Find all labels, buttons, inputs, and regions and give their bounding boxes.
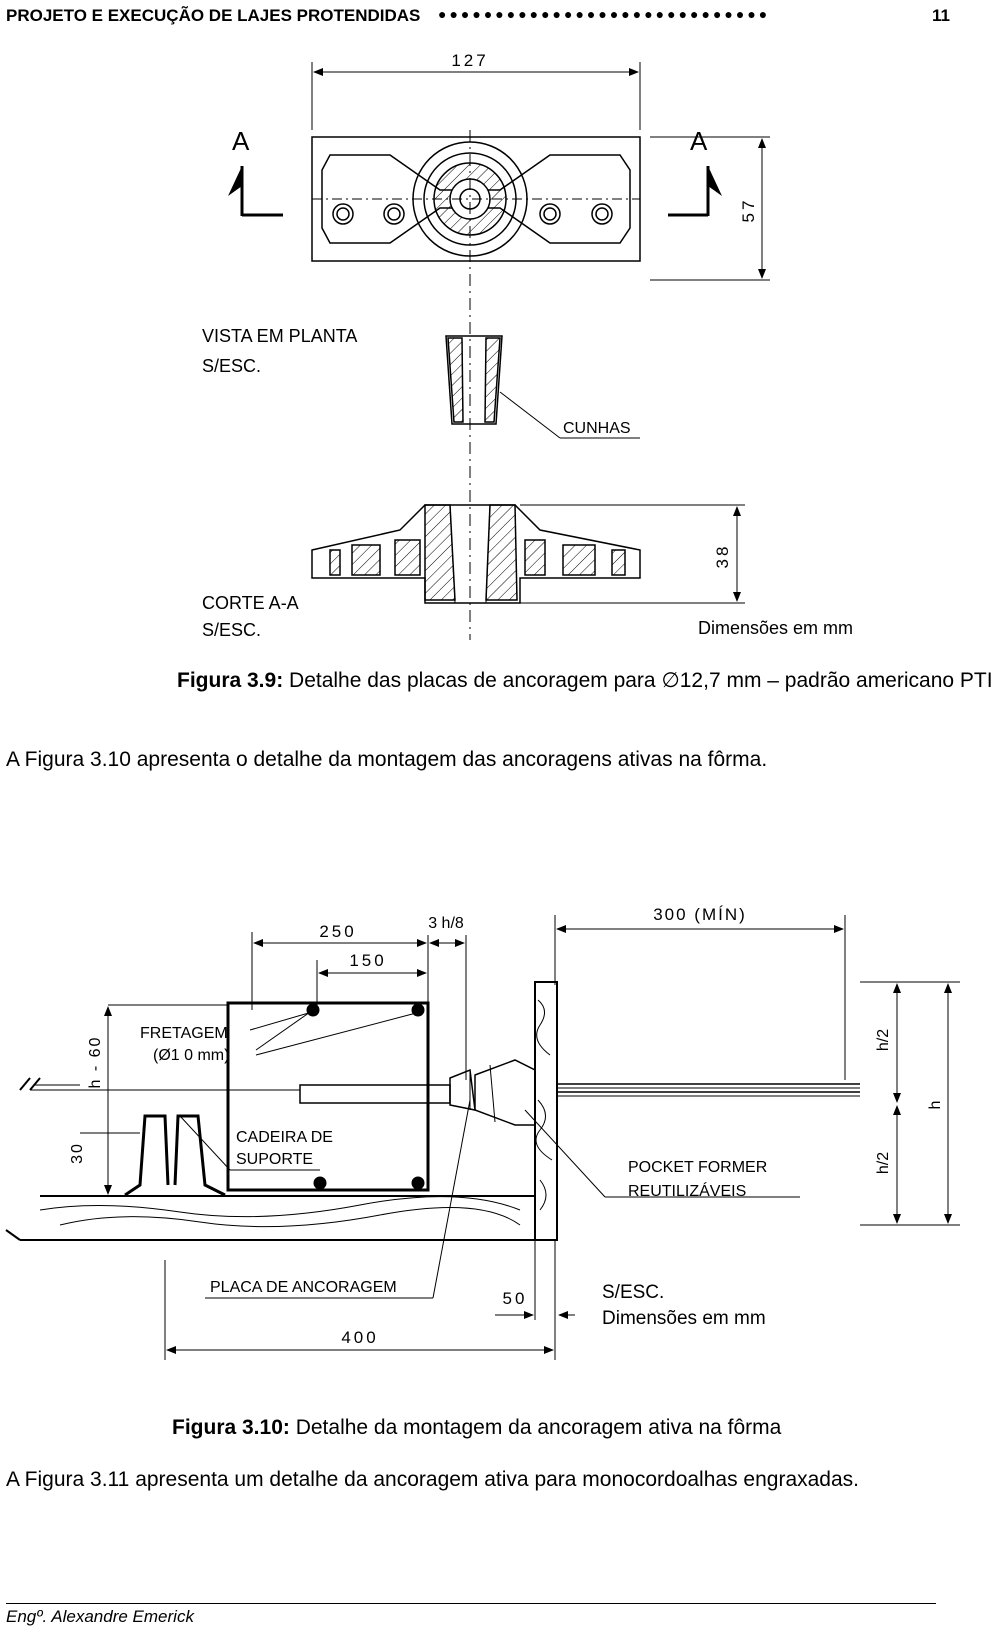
section-mark-right: A — [668, 126, 722, 217]
diameter-symbol: ∅ — [661, 669, 680, 692]
dimension-150: 150 — [316, 935, 429, 1010]
page-number: 11 — [932, 6, 950, 25]
dim-300-min: 300 (MÍN) — [653, 905, 747, 924]
wedges-label: CUNHAS — [563, 420, 631, 437]
dimension-width: 127 — [311, 51, 641, 130]
dim-57: 57 — [739, 198, 758, 223]
chair-label-2: SUPORTE — [236, 1151, 313, 1168]
dim-h2-top: h/2 — [875, 1029, 892, 1051]
dimension-50: 50 — [495, 1240, 575, 1320]
dim-h-60: h - 60 — [87, 1036, 104, 1089]
footer-divider — [6, 1603, 936, 1604]
confinement-reinforcement — [226, 1001, 430, 1192]
pocket-label: POCKET FORMER — [628, 1159, 767, 1176]
dim-h2-bottom: h/2 — [875, 1152, 892, 1174]
plan-view-plate — [311, 136, 641, 262]
dimension-30: 30 — [69, 1132, 140, 1164]
plan-scale: S/ESC. — [202, 356, 261, 376]
dim-127: 127 — [451, 51, 488, 70]
dimension-250: 250 — [251, 922, 427, 1010]
dim-h: h — [927, 1101, 944, 1110]
plan-label: VISTA EM PLANTA — [202, 326, 357, 346]
units-label-1: Dimensões em mm — [698, 618, 853, 638]
slab-outline — [5, 1077, 535, 1241]
dimension-38: 38 — [520, 504, 745, 604]
dim-50: 50 — [503, 1289, 528, 1308]
figure-3-9-caption: Figura 3.9: Detalhe das placas de ancora… — [177, 668, 993, 693]
chair-label: CADEIRA DE — [236, 1129, 333, 1146]
fretagem-label: FRETAGEM — [140, 1025, 228, 1042]
dim-250: 250 — [319, 922, 356, 941]
figure-3-10-caption: Figura 3.10: Detalhe da montagem da anco… — [172, 1416, 781, 1440]
section-view-plate — [311, 504, 641, 604]
caption-3-10-label: Figura 3.10: — [172, 1416, 290, 1439]
footer-author: Engº. Alexandre Emerick — [6, 1607, 194, 1626]
dimension-h-halves: h/2 h/2 h — [860, 981, 960, 1226]
fretagem-diameter: (Ø1 0 mm) — [153, 1047, 229, 1064]
dim-400: 400 — [341, 1328, 378, 1347]
figure-3-10-drawing: 250 150 3 h/8 300 (MÍN) — [5, 905, 960, 1360]
dim-150: 150 — [349, 951, 386, 970]
units-label-2: Dimensões em mm — [602, 1308, 766, 1329]
dimension-height: 57 — [650, 136, 770, 281]
section-letter-left: A — [232, 126, 250, 156]
dim-30: 30 — [69, 1142, 86, 1164]
wedges-drawing — [445, 335, 503, 425]
header-dots: ●●●●●●●●●●●●●●●●●●●●●●●●●●●●● — [438, 6, 771, 22]
section-mark-left: A — [228, 126, 283, 217]
dim-3h8: 3 h/8 — [428, 915, 464, 932]
page-header: PROJETO E EXECUÇÃO DE LAJES PROTENDIDAS … — [6, 2, 954, 28]
tendon-and-anchor — [30, 1059, 860, 1126]
anchor-plate-label: PLACA DE ANCORAGEM — [210, 1279, 397, 1296]
paragraph-1: A Figura 3.10 apresenta o detalhe da mon… — [6, 748, 768, 771]
dim-38: 38 — [713, 544, 732, 569]
caption-3-9-post: 12,7 mm – padrão americano PTI — [679, 669, 993, 692]
dimension-h-60: h - 60 — [87, 1004, 228, 1195]
header-title: PROJETO E EXECUÇÃO DE LAJES PROTENDIDAS — [6, 6, 421, 25]
side-formwork — [534, 981, 558, 1241]
scale-label-2: S/ESC. — [602, 1282, 664, 1303]
section-letter-right: A — [690, 126, 708, 156]
pocket-label-2: REUTILIZÁVEIS — [628, 1181, 746, 1200]
paragraph-2: A Figura 3.11 apresenta um detalhe da an… — [6, 1468, 859, 1491]
dimension-3h8: 3 h/8 — [428, 915, 467, 1080]
figure-3-9-drawing: 127 A A 57 VISTA EM PLANTA S/ESC. — [202, 51, 853, 640]
caption-3-9-label: Figura 3.9: — [177, 669, 284, 692]
caption-3-10-text: Detalhe da montagem da ancoragem ativa n… — [289, 1416, 782, 1439]
support-chair — [124, 1114, 226, 1197]
section-label: CORTE A-A — [202, 593, 299, 613]
dimension-300-min: 300 (MÍN) — [554, 905, 846, 1080]
dimension-400: 400 — [164, 1240, 556, 1360]
section-scale: S/ESC. — [202, 620, 261, 640]
caption-3-9-pre: Detalhe das placas de ancoragem para — [283, 669, 662, 692]
